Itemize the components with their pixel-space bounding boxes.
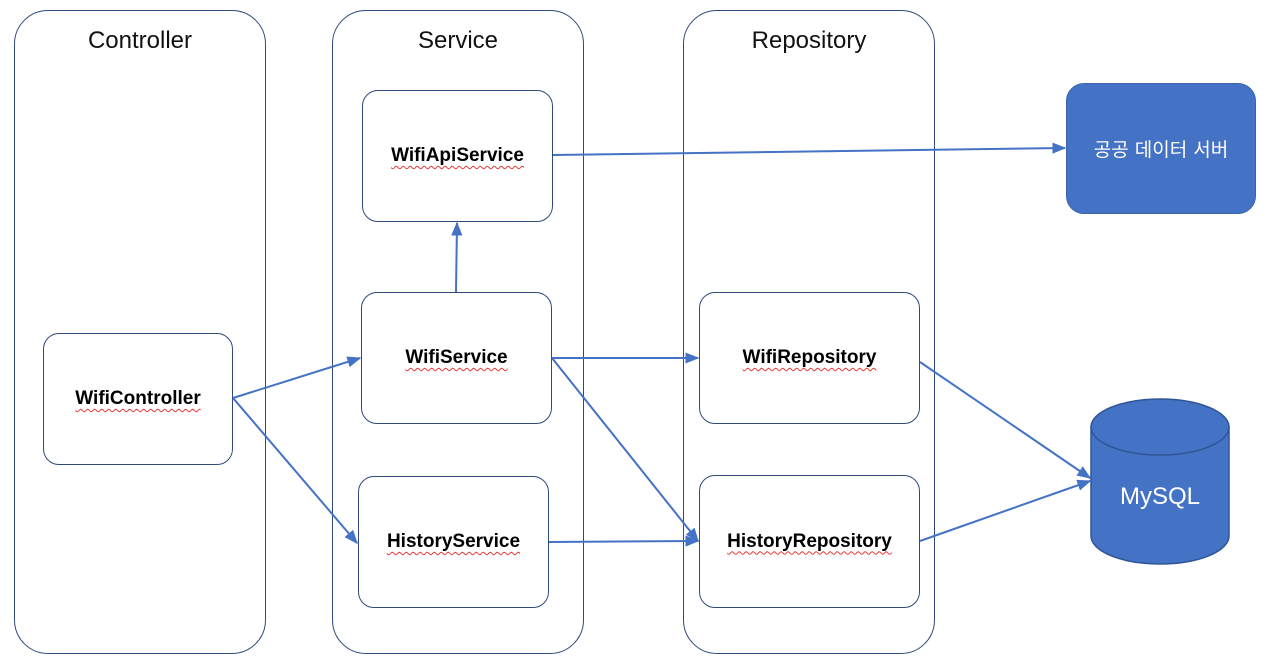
history-service-node: HistoryService [358,476,549,608]
history-repository-node: HistoryRepository [699,475,920,608]
controller-layer: Controller [14,10,266,654]
wifi-service-node: WifiService [361,292,552,424]
mysql-database-icon [1090,398,1230,565]
wifi-controller-node: WifiController [43,333,233,465]
service-layer-title: Service [417,27,499,54]
wifi-service-label: WifiService [405,347,508,368]
arrow-wifi-service-to-api-service [451,221,463,293]
arrow-wifi-repository-to-mysql [919,361,1092,479]
wifi-api-service-node: WifiApiService [362,90,553,222]
arrow-controller-to-wifi-service [232,356,362,399]
arrow-history-repository-to-mysql [919,479,1092,542]
mysql-label: MySQL [1119,483,1200,510]
wifi-repository-label: WifiRepository [742,347,877,368]
history-repository-label: HistoryRepository [727,530,892,552]
wifi-api-service-label: WifiApiService [391,145,524,166]
wifi-repository-node: WifiRepository [699,292,920,424]
wifi-controller-label: WifiController [75,388,201,409]
repository-layer-title: Repository [751,27,867,54]
arrow-api-service-to-public-server [552,142,1067,156]
public-data-server-label: 공공 데이터 서버 [1093,139,1229,161]
controller-layer-title: Controller [87,27,193,54]
arrow-controller-to-history-service [232,397,358,545]
arrow-wifi-service-to-history-repository [551,357,699,543]
arrow-history-service-to-history-repository [548,535,700,547]
public-data-server-node: 공공 데이터 서버 [1066,83,1256,214]
history-service-label: HistoryService [386,531,521,552]
